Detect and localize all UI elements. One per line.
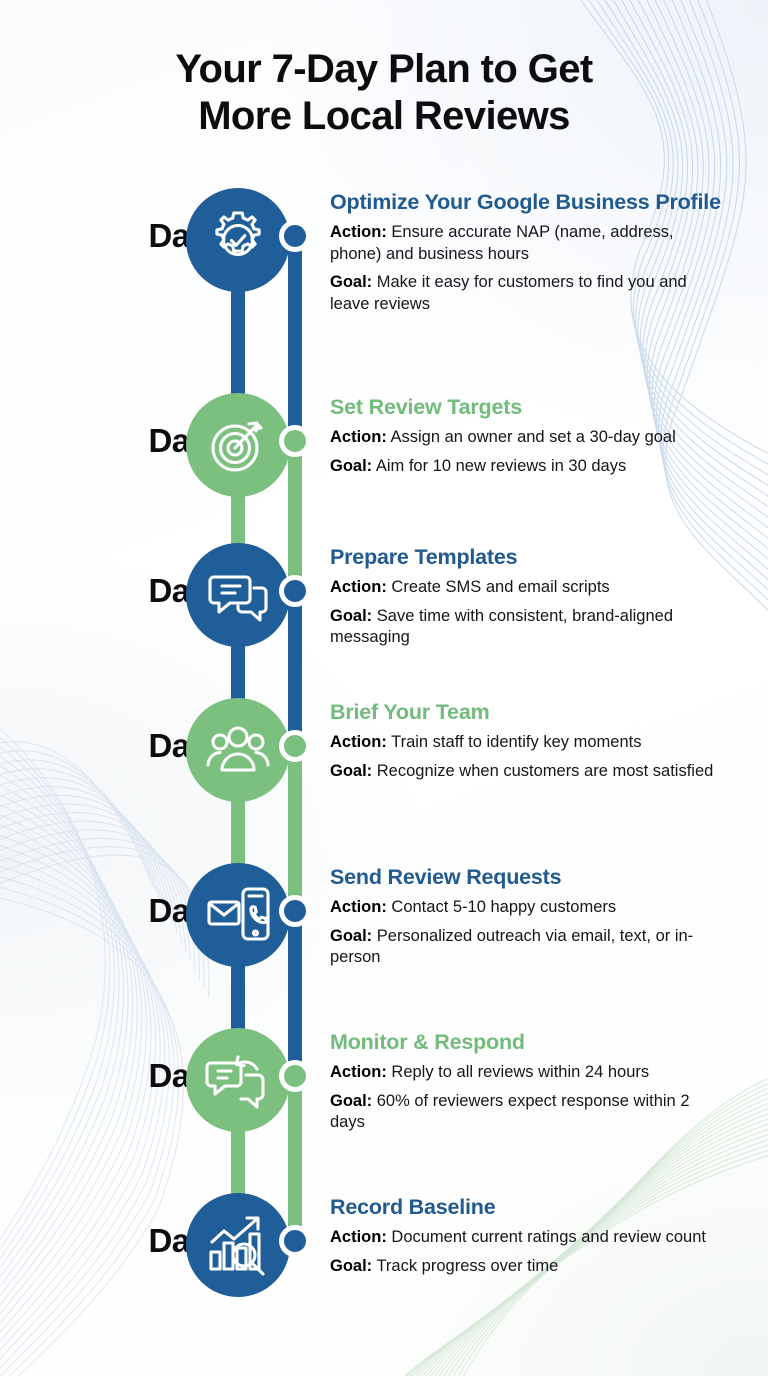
goal-label: Goal: [330,606,373,625]
page-title: Your 7-Day Plan to Get More Local Review… [0,46,768,140]
action-label: Action: [330,733,387,752]
step-goal-2: Goal: Aim for 10 new reviews in 30 days [330,456,722,477]
step-action-3: Action: Create SMS and email scripts [330,577,722,598]
action-text: Train staff to identify key moments [386,733,642,752]
action-label: Action: [330,578,387,597]
step-heading-7: Record Baseline [330,1195,496,1219]
step-action-1: Action: Ensure accurate NAP (name, addre… [330,222,722,265]
timeline-ring-marker-7 [279,1225,311,1257]
target-arrow-icon [211,421,263,472]
timeline-node-6[interactable] [186,1028,290,1132]
action-text: Document current ratings and review coun… [386,1228,706,1247]
timeline-connector-side [288,1074,302,1245]
gear-check-icon [215,211,261,257]
goal-text: Personalized outreach via email, text, o… [330,926,694,967]
goal-text: Make it easy for customers to find you a… [330,273,687,313]
timeline-ring-marker-1 [279,220,311,252]
step-goal-4: Goal: Recognize when customers are most … [330,761,722,782]
goal-label: Goal: [330,1256,373,1275]
goal-label: Goal: [330,761,373,780]
timeline-connector-side [288,234,302,445]
timeline-ring-marker-3 [279,575,311,607]
goal-text: 60% of reviewers expect response within … [330,1091,690,1132]
envelope-phone-icon [207,887,270,941]
timeline-connector-side [288,439,302,595]
timeline-connector-stem [231,635,245,710]
step-heading-3: Prepare Templates [330,545,518,569]
step-goal-3: Goal: Save time with consistent, brand-a… [330,606,722,649]
timeline-connector-side [288,744,302,915]
timeline-ring-marker-2 [279,425,311,457]
timeline-ring-marker-5 [279,895,311,927]
goal-text: Track progress over time [372,1256,559,1275]
action-text: Reply to all reviews within 24 hours [386,1063,650,1082]
people-group-icon [206,726,270,772]
page-title-line-2: More Local Reviews [198,94,570,139]
action-label: Action: [330,223,387,242]
goal-text: Save time with consistent, brand-aligned… [330,606,673,647]
page-title-line-1: Your 7-Day Plan to Get [175,47,593,91]
goal-text: Recognize when customers are most satisf… [372,761,714,780]
timeline-node-7[interactable] [186,1193,290,1297]
step-heading-2: Set Review Targets [330,395,522,419]
goal-label: Goal: [330,1091,373,1110]
step-goal-6: Goal: 60% of reviewers expect response w… [330,1091,722,1134]
step-action-6: Action: Reply to all reviews within 24 h… [330,1062,722,1083]
step-heading-6: Monitor & Respond [330,1030,525,1054]
step-heading-4: Brief Your Team [330,700,490,724]
step-heading-5: Send Review Requests [330,865,562,889]
timeline-node-3[interactable] [186,543,290,647]
timeline-ring-marker-4 [279,730,311,762]
action-text: Contact 5-10 happy customers [386,898,617,917]
action-label: Action: [330,898,387,917]
action-text: Assign an owner and set a 30-day goal [386,428,676,447]
timeline-connector-stem [231,485,245,555]
step-heading-1: Optimize Your Google Business Profile [330,190,721,214]
step-action-2: Action: Assign an owner and set a 30-day… [330,427,722,448]
action-label: Action: [330,1228,387,1247]
timeline-connector-stem [231,1120,245,1205]
timeline-ring-marker-6 [279,1060,311,1092]
timeline-node-2[interactable] [186,393,290,497]
step-goal-5: Goal: Personalized outreach via email, t… [330,926,722,969]
step-goal-1: Goal: Make it easy for customers to find… [330,272,722,315]
timeline-connector-side [288,589,302,750]
goal-text: Aim for 10 new reviews in 30 days [372,456,627,475]
goal-label: Goal: [330,273,373,292]
step-action-5: Action: Contact 5-10 happy customers [330,897,722,918]
action-label: Action: [330,428,387,447]
bar-chart-search-icon [209,1216,265,1276]
timeline-node-1[interactable] [186,188,290,292]
step-action-4: Action: Train staff to identify key mome… [330,732,722,753]
timeline-connector-side [288,909,302,1080]
timeline-node-4[interactable] [186,698,290,802]
step-action-7: Action: Document current ratings and rev… [330,1227,722,1248]
timeline-connector-stem [231,955,245,1040]
goal-label: Goal: [330,456,373,475]
step-goal-7: Goal: Track progress over time [330,1256,722,1277]
action-text: Create SMS and email scripts [386,578,610,597]
goal-label: Goal: [330,926,373,945]
chat-reply-icon [205,1055,265,1109]
chat-bubbles-icon [208,575,268,622]
action-label: Action: [330,1063,387,1082]
timeline-connector-stem [231,280,245,405]
timeline-connector-stem [231,790,245,875]
timeline-node-5[interactable] [186,863,290,967]
